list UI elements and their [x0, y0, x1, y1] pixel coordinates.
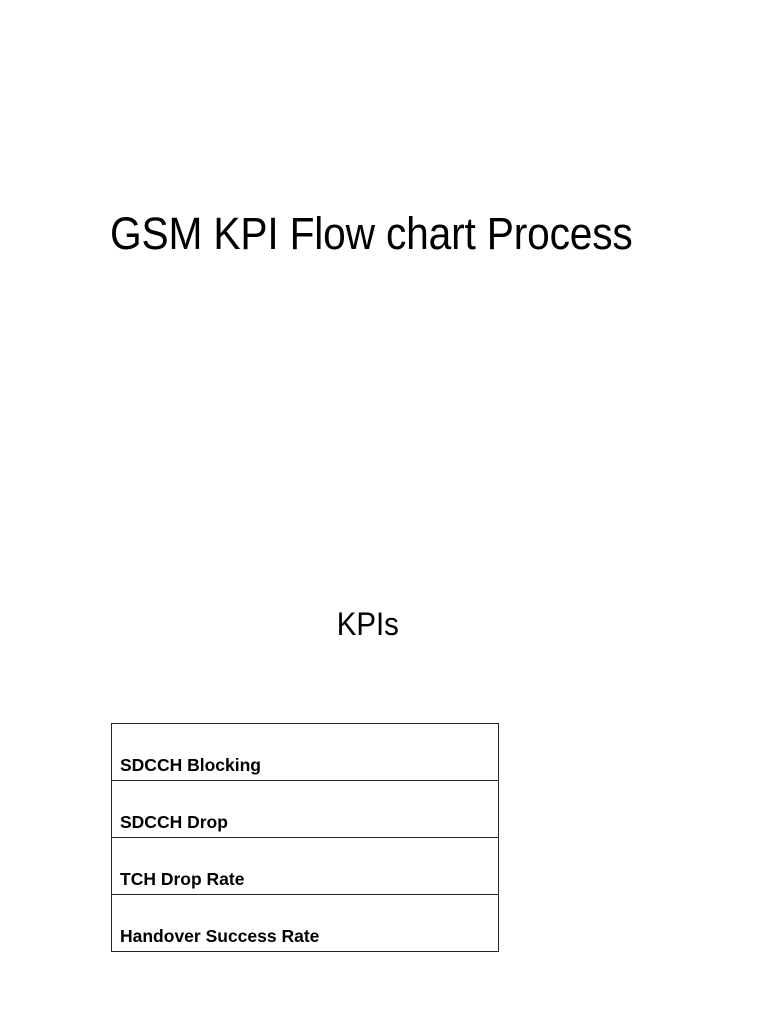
table-row: Handover Success Rate	[111, 894, 499, 952]
kpi-cell-sdcch-blocking: SDCCH Blocking	[111, 723, 499, 781]
section-heading-label: KPIs	[336, 606, 400, 642]
table-row: SDCCH Drop	[111, 780, 499, 838]
page-title: GSM KPI Flow chart Process	[110, 208, 633, 260]
kpi-cell-tch-drop-rate: TCH Drop Rate	[111, 837, 499, 895]
table-row: TCH Drop Rate	[111, 837, 499, 895]
section-heading: KPIs	[0, 605, 736, 643]
kpi-cell-sdcch-drop: SDCCH Drop	[111, 780, 499, 838]
kpi-cell-handover-success-rate: Handover Success Rate	[111, 894, 499, 952]
kpi-table-body: SDCCH Blocking SDCCH Drop TCH Drop Rate …	[111, 723, 499, 952]
kpi-table: SDCCH Blocking SDCCH Drop TCH Drop Rate …	[111, 723, 499, 952]
table-row: SDCCH Blocking	[111, 723, 499, 781]
